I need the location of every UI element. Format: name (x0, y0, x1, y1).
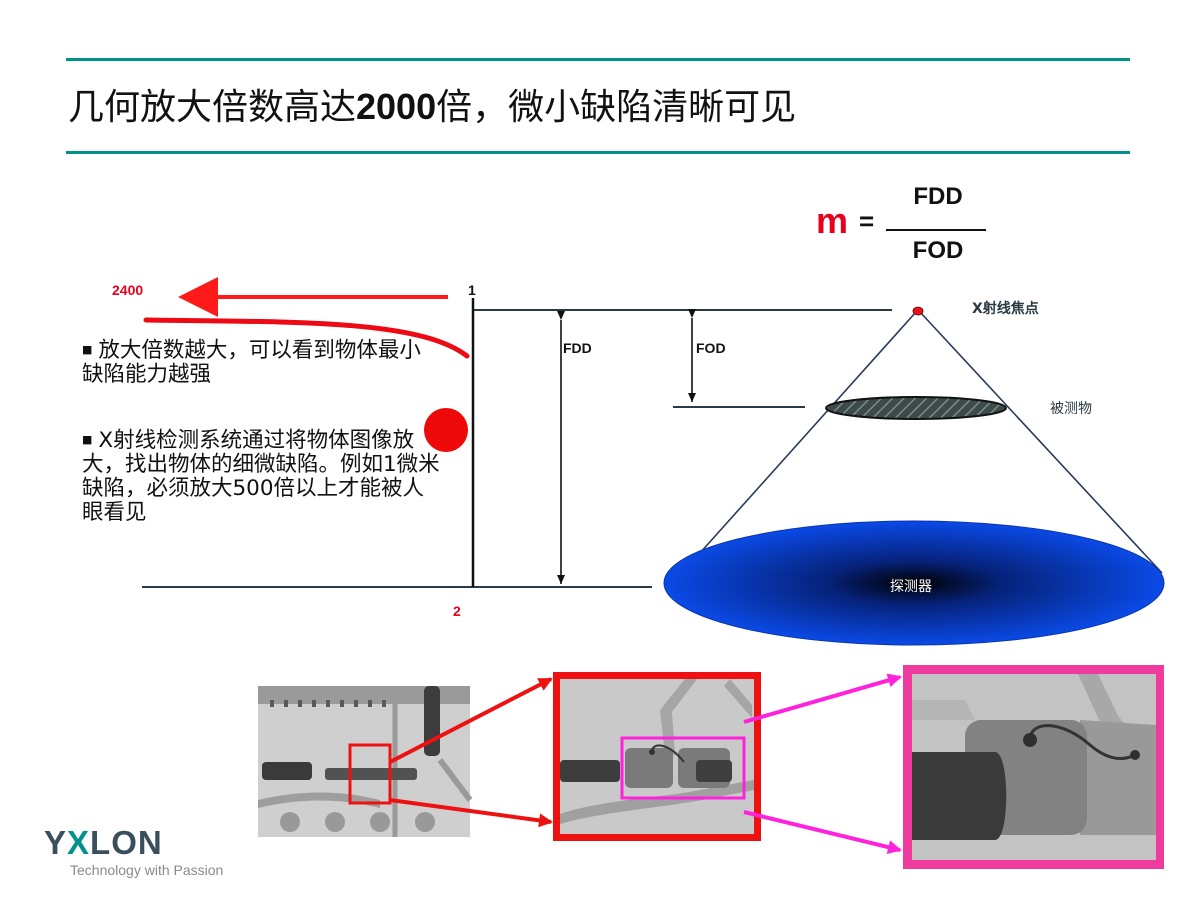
brand-tagline: Technology with Passion (70, 862, 224, 878)
title-underline (66, 151, 1130, 154)
line-bottom-label: 2 (453, 603, 461, 619)
top-rule (66, 58, 1130, 61)
cone-left-edge (681, 311, 917, 574)
xray-image-overview (258, 686, 473, 837)
cone-right-edge (919, 311, 1163, 574)
magnification-curve (143, 317, 470, 359)
formula-equals: = (859, 206, 875, 236)
xray-image-zoom-1 (553, 672, 761, 841)
focal-spot-label: X射线焦点 (972, 301, 1039, 317)
zoom-arrow-red-bottom (389, 798, 553, 828)
defect-dot (424, 408, 468, 452)
zoom-arrow-red-top (389, 677, 553, 764)
yxlon-logo: YXLON (44, 824, 163, 861)
bullet-1: ■放大倍数越大，可以看到物体最小缺陷能力越强 (82, 338, 421, 387)
formula-symbol: m (816, 200, 849, 241)
formula-fraction-bar (886, 229, 986, 231)
formula-numerator: FDD (913, 183, 963, 210)
zoom-arrow-magenta-top (743, 673, 902, 724)
page-title: 几何放大倍数高达2000倍，微小缺陷清晰可见 (68, 86, 797, 128)
zoom-arrow-magenta-bottom (743, 810, 902, 854)
arrow-value-label: 2400 (112, 282, 144, 298)
formula-denominator: FOD (912, 237, 964, 264)
bullet-2: ■X射线检测系统通过将物体图像放大，找出物体的细微缺陷。例如1微米缺陷，必须放大… (82, 428, 440, 525)
focal-spot (912, 306, 924, 316)
line-top-label: 1 (468, 282, 476, 298)
detector (663, 520, 1165, 646)
xray-image-zoom-2 (903, 665, 1164, 869)
fdd-label: FDD (563, 340, 592, 356)
object-label: 被测物 (1050, 401, 1092, 417)
test-object (825, 396, 1007, 420)
fod-label: FOD (696, 340, 726, 356)
detector-label: 探测器 (890, 579, 932, 595)
